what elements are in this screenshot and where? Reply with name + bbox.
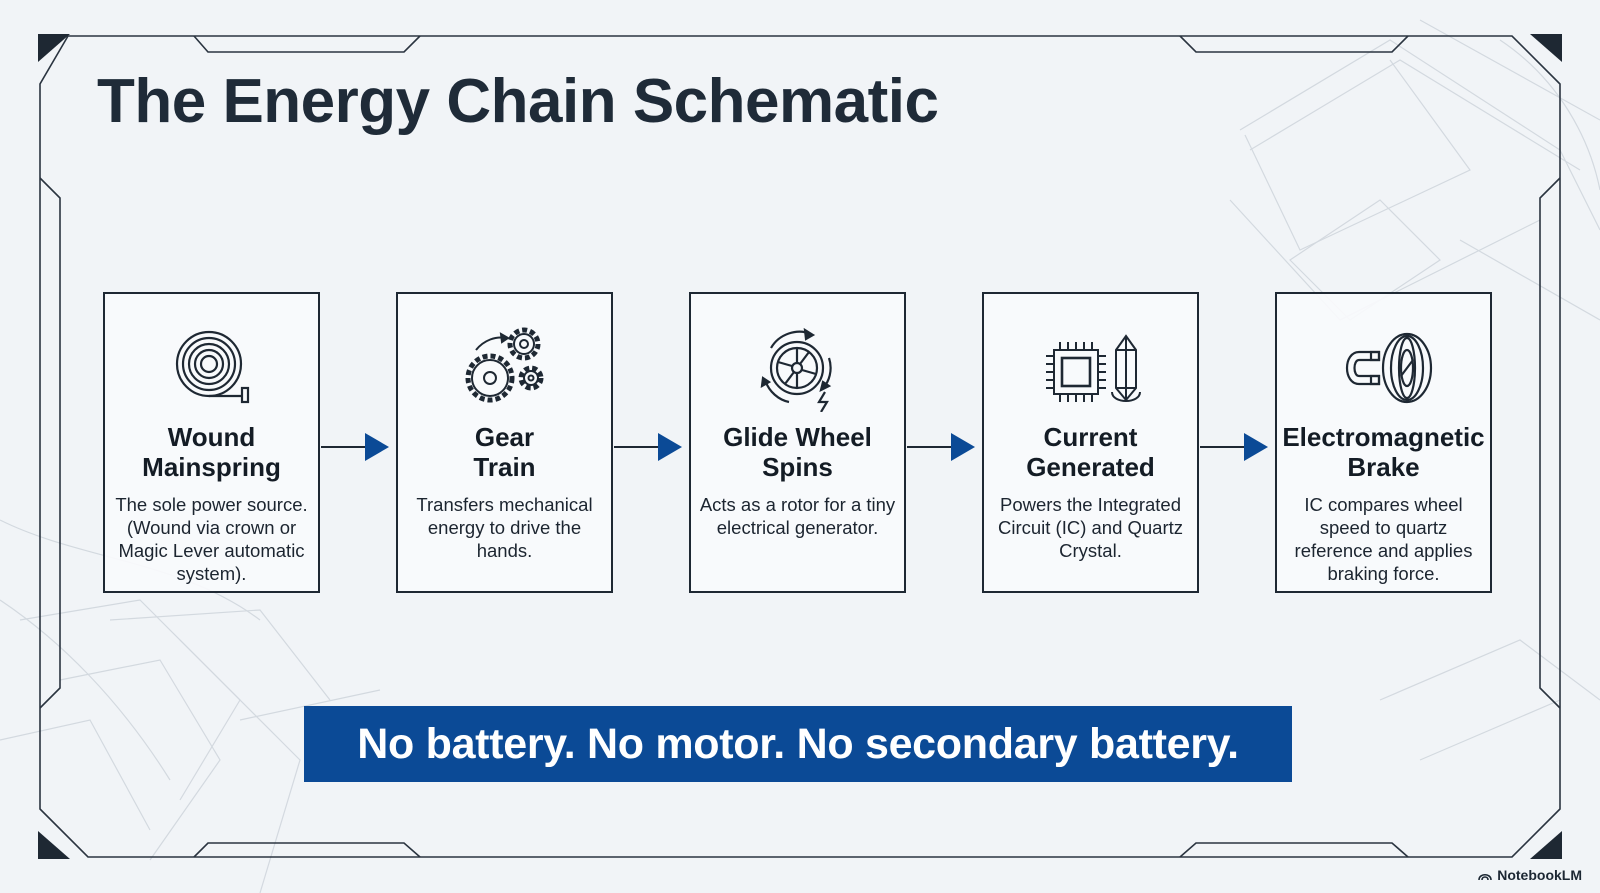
magnet-field-icon (1335, 322, 1435, 412)
spinning-wheel-icon (749, 322, 849, 412)
flow-arrow-2 (614, 433, 682, 461)
step-description: Transfers mechanical energy to drive the… (416, 494, 593, 561)
notebooklm-logo-icon (1478, 873, 1493, 881)
flow-arrow-4 (1200, 433, 1268, 461)
brand-mark: NotebookLM (1477, 867, 1582, 883)
step-description: The sole power source. (Wound via crown … (115, 494, 308, 584)
mainspring-coil-icon (163, 322, 263, 412)
chip-crystal-icon (1042, 322, 1142, 412)
step-description: IC compares wheel speed to quartz refere… (1294, 494, 1473, 584)
gears-icon (456, 322, 556, 412)
flow-arrow-3 (907, 433, 975, 461)
flow-arrow-1 (321, 433, 389, 461)
page-title: The Energy Chain Schematic (97, 67, 939, 136)
step-description: Powers the Integrated Circuit (IC) and Q… (997, 494, 1184, 561)
summary-banner: No battery. No motor. No secondary batte… (304, 706, 1292, 782)
step-description: Acts as a rotor for a tiny electrical ge… (699, 494, 896, 538)
brand-name: NotebookLM (1497, 867, 1582, 883)
